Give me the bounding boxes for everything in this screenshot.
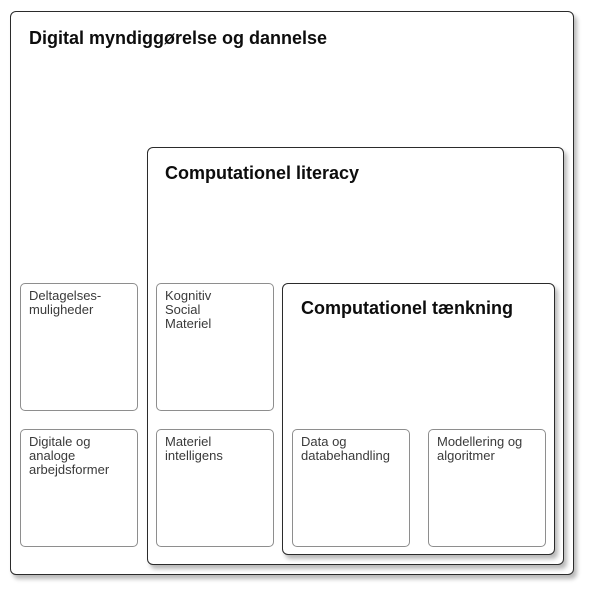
card-cognitive-social-material: Kognitiv Social Materiel xyxy=(156,283,274,411)
frame-title-digital-empowerment: Digital myndiggørelse og dannelse xyxy=(29,28,328,48)
card-data-processing: Data og databehandling xyxy=(292,429,410,547)
card-participation: Deltagelses- muligheder xyxy=(20,283,138,411)
frame-title-computational-thinking: Computationel tænkning xyxy=(301,298,513,318)
card-work-forms: Digitale og analoge arbejdsformer xyxy=(20,429,138,547)
card-material-intelligence: Materiel intelligens xyxy=(156,429,274,547)
frame-title-computational-literacy: Computationel literacy xyxy=(165,163,360,183)
card-modelling-algorithms: Modellering og algoritmer xyxy=(428,429,546,547)
